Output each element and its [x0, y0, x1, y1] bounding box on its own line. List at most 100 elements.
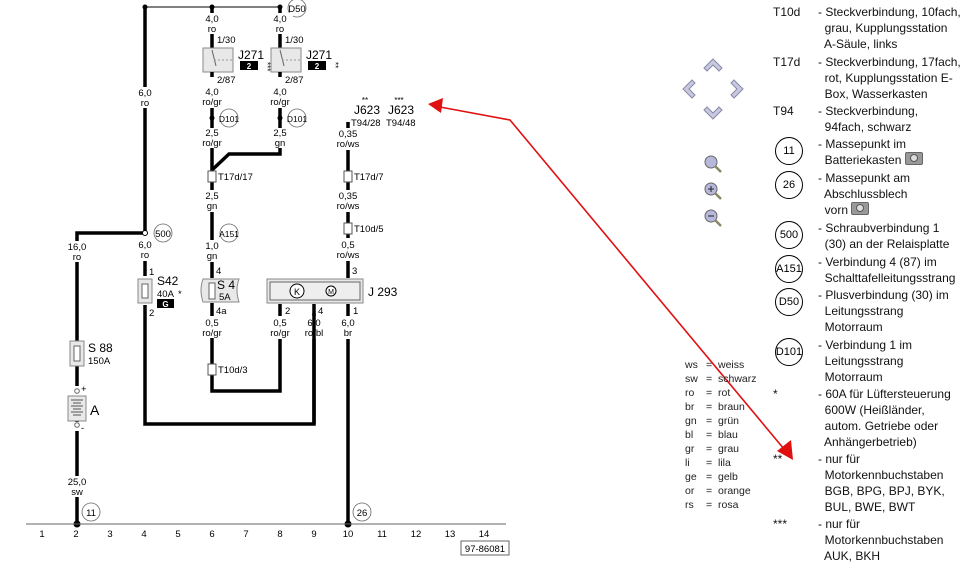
legend-symbol: 500	[775, 221, 803, 249]
diagram-label: 0,5	[341, 240, 354, 251]
legend-text: - Steckverbindung, 17fach, rot, Kupplung…	[818, 55, 961, 101]
column-number: 1	[39, 529, 44, 540]
column-number: 8	[277, 529, 282, 540]
j271-label: J271	[238, 48, 264, 62]
pan-down-icon[interactable]	[703, 106, 723, 120]
legend-text: - Steckverbindung, 10fach, grau, Kupplun…	[818, 5, 961, 51]
diagram-label: ro/gr	[270, 328, 290, 339]
diagram-label: 4,0	[273, 14, 286, 25]
wire-size: 6,0	[138, 88, 151, 99]
connector-t17d-7: T17d/7	[354, 172, 384, 183]
diagram-label: ro	[208, 24, 216, 35]
wire-size: 16,0	[68, 242, 87, 253]
diagram-label: 4,0	[205, 14, 218, 25]
column-number: 7	[243, 529, 248, 540]
camera-icon[interactable]	[851, 202, 870, 215]
diagram-label: br	[344, 328, 352, 339]
legend-code: ***	[773, 517, 788, 531]
diagram-label: 6,0	[307, 318, 320, 329]
zoom-in-icon[interactable]	[704, 182, 722, 200]
color-name: rosa	[718, 499, 739, 511]
equals: =	[706, 499, 713, 511]
diagram-label: ro/ws	[337, 139, 360, 150]
diagram-label: 1/30	[217, 35, 236, 46]
color-name: rot	[718, 387, 731, 399]
diagram-label: 2	[315, 62, 320, 71]
column-number: 2	[73, 529, 78, 540]
diagram-label: 0,5	[273, 318, 286, 329]
column-number: 12	[411, 529, 422, 540]
legend-code: *	[773, 387, 778, 401]
color-name: weiss	[718, 359, 745, 371]
part-number: 97-86081	[465, 544, 505, 555]
equals: =	[706, 471, 713, 483]
diagram-label: G	[162, 300, 168, 309]
diagram-label: 1/30	[285, 35, 304, 46]
diagram-label: 0,35	[339, 191, 358, 202]
column-number: 5	[175, 529, 180, 540]
legend-code: **	[773, 452, 783, 466]
color-name: blau	[718, 429, 738, 441]
color-abbr: or	[685, 485, 695, 497]
equals: =	[706, 429, 713, 441]
diagram-label: 2,5	[205, 191, 218, 202]
equals: =	[706, 401, 713, 413]
zoom-icon[interactable]	[704, 155, 722, 173]
column-number: 11	[377, 529, 387, 540]
diagram-label: ro	[276, 24, 284, 35]
diagram-label: 1	[353, 306, 358, 317]
wire-color: ro	[141, 250, 149, 261]
diagram-label: 2	[247, 62, 252, 71]
diagram-label: ***	[394, 96, 403, 105]
battery-label: A	[90, 402, 100, 418]
diagram-label: 0,5	[205, 318, 218, 329]
diagram-label: 4	[216, 266, 221, 277]
diagram-label: ro/gr	[202, 138, 222, 149]
legend-text: - Massepunkt im Batteriekasten	[818, 136, 923, 168]
equals: =	[706, 457, 713, 469]
s42-label: S42	[157, 274, 179, 288]
j623-label: J623	[354, 103, 380, 117]
diagram-label: gn	[207, 201, 218, 212]
camera-icon[interactable]	[904, 152, 923, 165]
diagram-label: 1,0	[205, 241, 218, 252]
legend-symbol: A151	[775, 255, 803, 283]
diagram-label: 3	[352, 266, 357, 277]
diagram-label: M	[328, 289, 334, 296]
node-500: 500	[155, 229, 171, 240]
pan-right-icon[interactable]	[730, 79, 744, 99]
column-number: 13	[445, 529, 456, 540]
annotation-arrow	[428, 98, 793, 460]
diagram-label: 0,35	[339, 129, 358, 140]
equals: =	[706, 387, 713, 399]
diagram-label: 1	[149, 267, 154, 278]
diagram-label: gn	[207, 251, 218, 262]
node-d101: D101	[287, 114, 308, 124]
color-name: grau	[718, 443, 740, 455]
pan-up-icon[interactable]	[703, 58, 723, 72]
legend-text: - Schraubverbindung 1 (30) an der Relais…	[818, 221, 950, 251]
diagram-label: ro/gr	[202, 328, 222, 339]
legend-code: T10d	[773, 5, 801, 19]
connector-t17d-17: T17d/17	[218, 172, 253, 183]
color-abbr: gr	[685, 443, 695, 455]
legend-symbol: D50	[775, 288, 803, 316]
diagram-label: sw	[71, 487, 83, 498]
diagram-label: 2/87	[285, 75, 304, 86]
column-number: 10	[343, 529, 354, 540]
diagram-label: 2,5	[273, 128, 286, 139]
diagram-label: 40A	[157, 289, 175, 300]
legend-text: - Verbindung 1 im Leitungsstrang Motorra…	[818, 338, 913, 384]
diagram-label: T94/48	[386, 118, 416, 129]
zoom-out-icon[interactable]	[704, 209, 722, 227]
j271-label: J271	[306, 48, 332, 62]
pan-left-icon[interactable]	[682, 79, 696, 99]
diagram-label: 4	[318, 306, 323, 317]
legend-code: T17d	[773, 55, 801, 69]
color-abbr: rs	[685, 499, 694, 511]
diagram-label: 2	[285, 306, 290, 317]
ground-11: 11	[86, 508, 96, 519]
wire-color: ro	[73, 252, 81, 263]
legend-text: - Verbindung 4 (87) im Schalttafelleitun…	[818, 255, 956, 285]
color-name: orange	[718, 485, 751, 497]
